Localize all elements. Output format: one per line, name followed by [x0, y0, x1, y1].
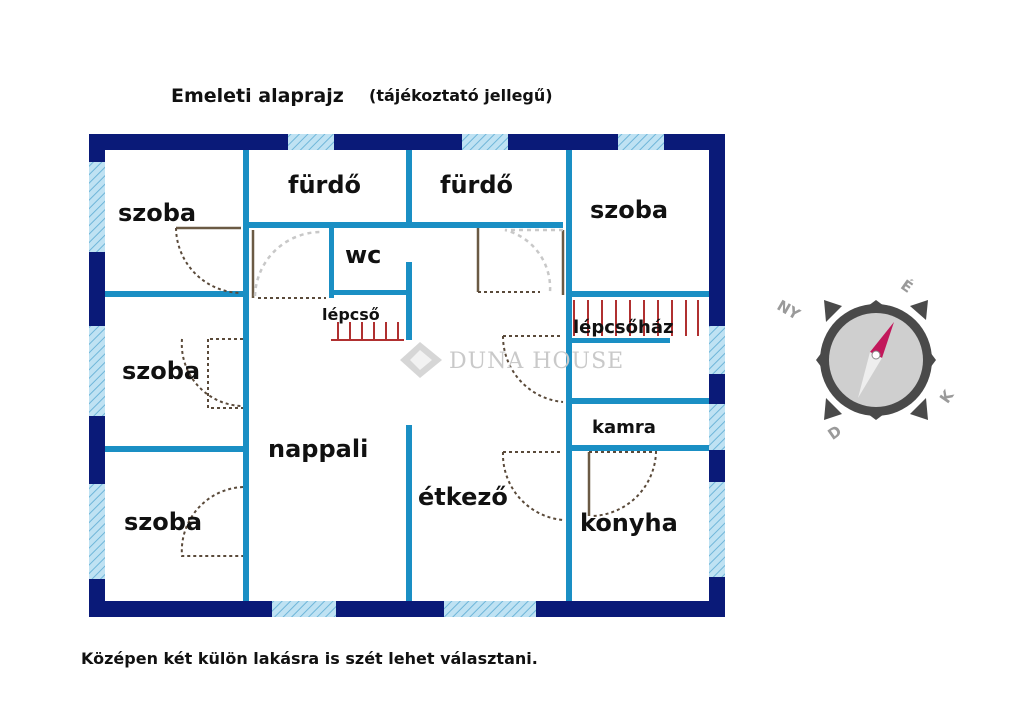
inner-walls: [105, 150, 709, 601]
room-label-szoba-top-right: szoba: [590, 196, 668, 224]
room-label-furdo-1: fürdő: [288, 171, 361, 199]
doors: [175, 226, 658, 557]
room-label-szoba-bottom-left: szoba: [124, 508, 202, 536]
room-labels: szoba fürdő fürdő szoba wc lépcső lépcső…: [118, 171, 678, 537]
compass-needle-north: [870, 322, 894, 358]
compass-icon: É NY K D: [774, 275, 958, 443]
watermark: DUNA HOUSE: [400, 342, 624, 378]
windows: [89, 134, 725, 617]
room-label-kamra: kamra: [592, 417, 656, 438]
room-label-konyha: konyha: [580, 509, 678, 537]
room-label-szoba-top-left: szoba: [118, 199, 196, 227]
stairs-stairwell: [573, 300, 699, 336]
room-label-wc: wc: [345, 241, 381, 269]
footer-note: Középen két külön lakásra is szét lehet …: [81, 649, 538, 668]
room-label-szoba-mid-left: szoba: [122, 357, 200, 385]
plan-title: Emeleti alaprajz: [171, 85, 344, 107]
compass-label-north: É: [897, 275, 916, 296]
compass-label-south: D: [824, 422, 845, 444]
room-label-nappali: nappali: [268, 435, 368, 463]
compass-label-east: K: [936, 386, 958, 407]
plan-subtitle: (tájékoztató jellegű): [369, 86, 553, 105]
room-label-etkezo: étkező: [418, 483, 508, 511]
room-label-lepcso: lépcső: [322, 305, 380, 324]
watermark-text: DUNA HOUSE: [449, 349, 624, 374]
room-label-lepcsohaz: lépcsőház: [573, 317, 673, 338]
compass-label-northwest: NY: [774, 296, 804, 324]
room-label-furdo-2: fürdő: [440, 171, 513, 199]
compass-needle-south: [858, 352, 882, 398]
stairs-small: [331, 322, 404, 341]
